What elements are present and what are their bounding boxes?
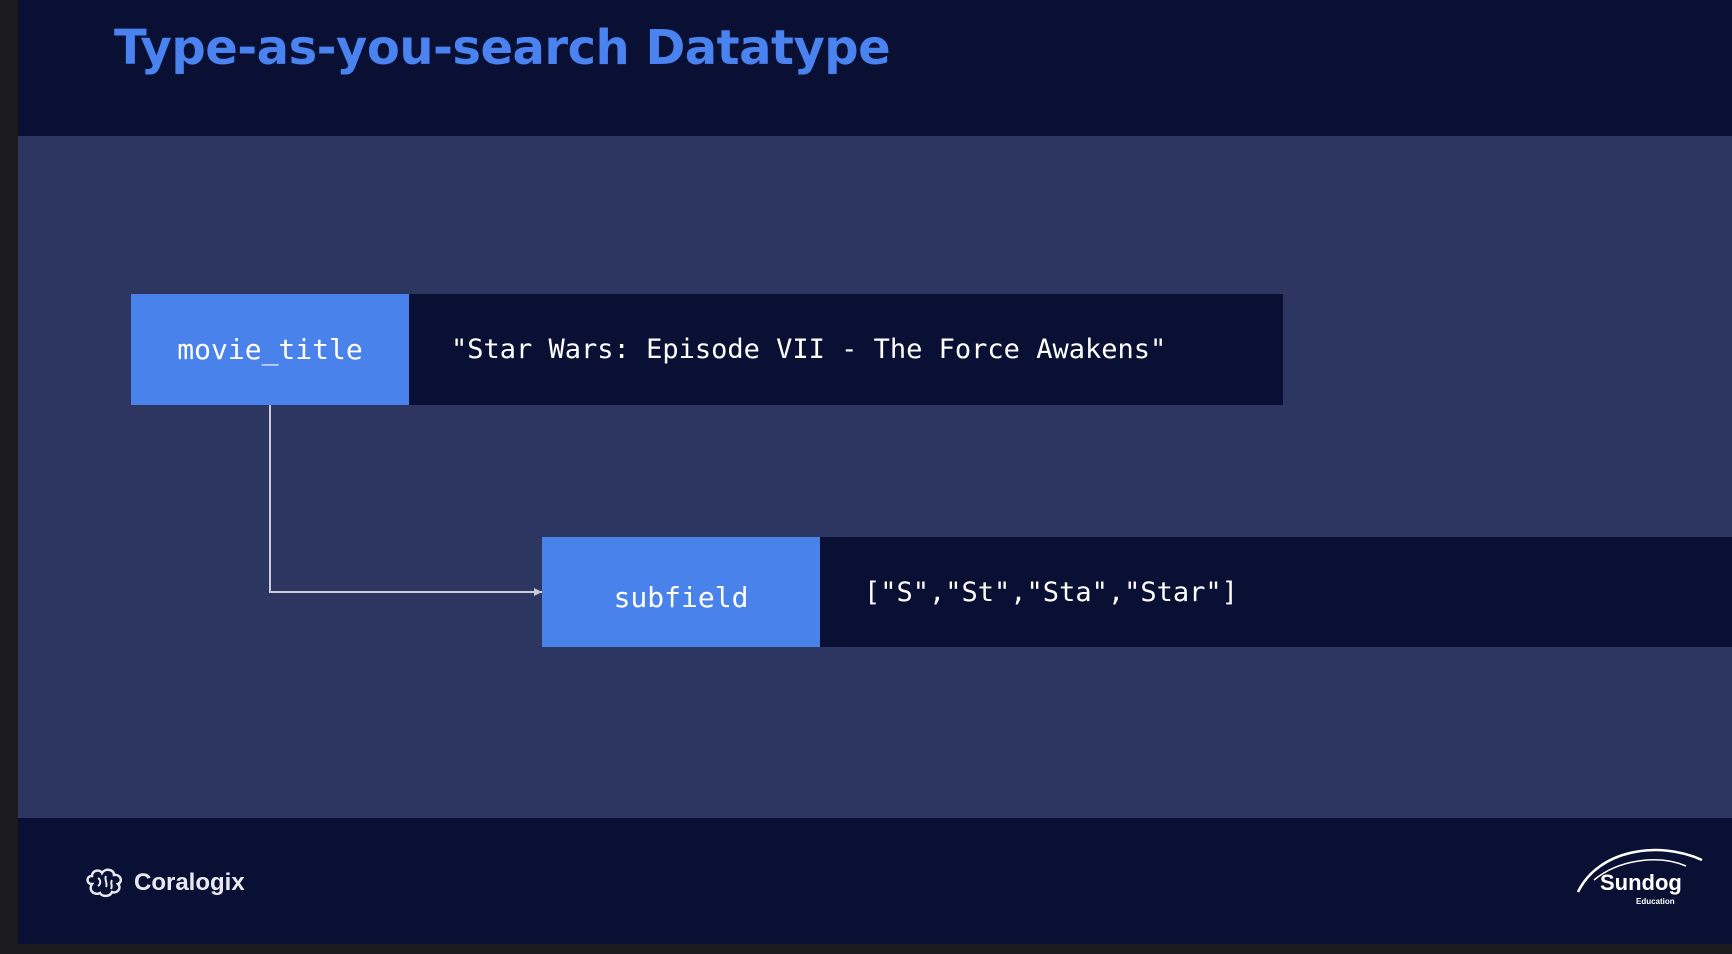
slide-footer (18, 818, 1732, 944)
connector-arrow (269, 405, 542, 596)
sundog-arc-icon (1576, 848, 1703, 893)
coralogix-logo: Coralogix (84, 866, 245, 900)
parent-field-name: movie_title (177, 333, 363, 366)
brain-icon (86, 868, 123, 898)
parent-field-value-box: "Star Wars: Episode VII - The Force Awak… (409, 294, 1283, 405)
parent-field-name-box: movie_title (131, 294, 409, 405)
subfield-name-box: subfield (542, 537, 820, 647)
subfield-value: ["S","St","Sta","Star"] (864, 576, 1238, 608)
parent-field-value: "Star Wars: Episode VII - The Force Awak… (451, 334, 1167, 365)
sundog-logo-subtext: Education (1636, 897, 1675, 906)
slide-title: Type-as-you-search Datatype (114, 20, 891, 76)
sundog-logo: Sundog Education (1558, 840, 1708, 940)
slide: Type-as-you-search Datatype movie_title … (18, 0, 1732, 944)
slide-header: Type-as-you-search Datatype (18, 0, 1732, 136)
coralogix-logo-text: Coralogix (134, 869, 245, 896)
sundog-logo-text: Sundog (1600, 870, 1682, 895)
subfield-value-box: ["S","St","Sta","Star"] (820, 537, 1732, 647)
subfield-name: subfield (613, 580, 749, 614)
